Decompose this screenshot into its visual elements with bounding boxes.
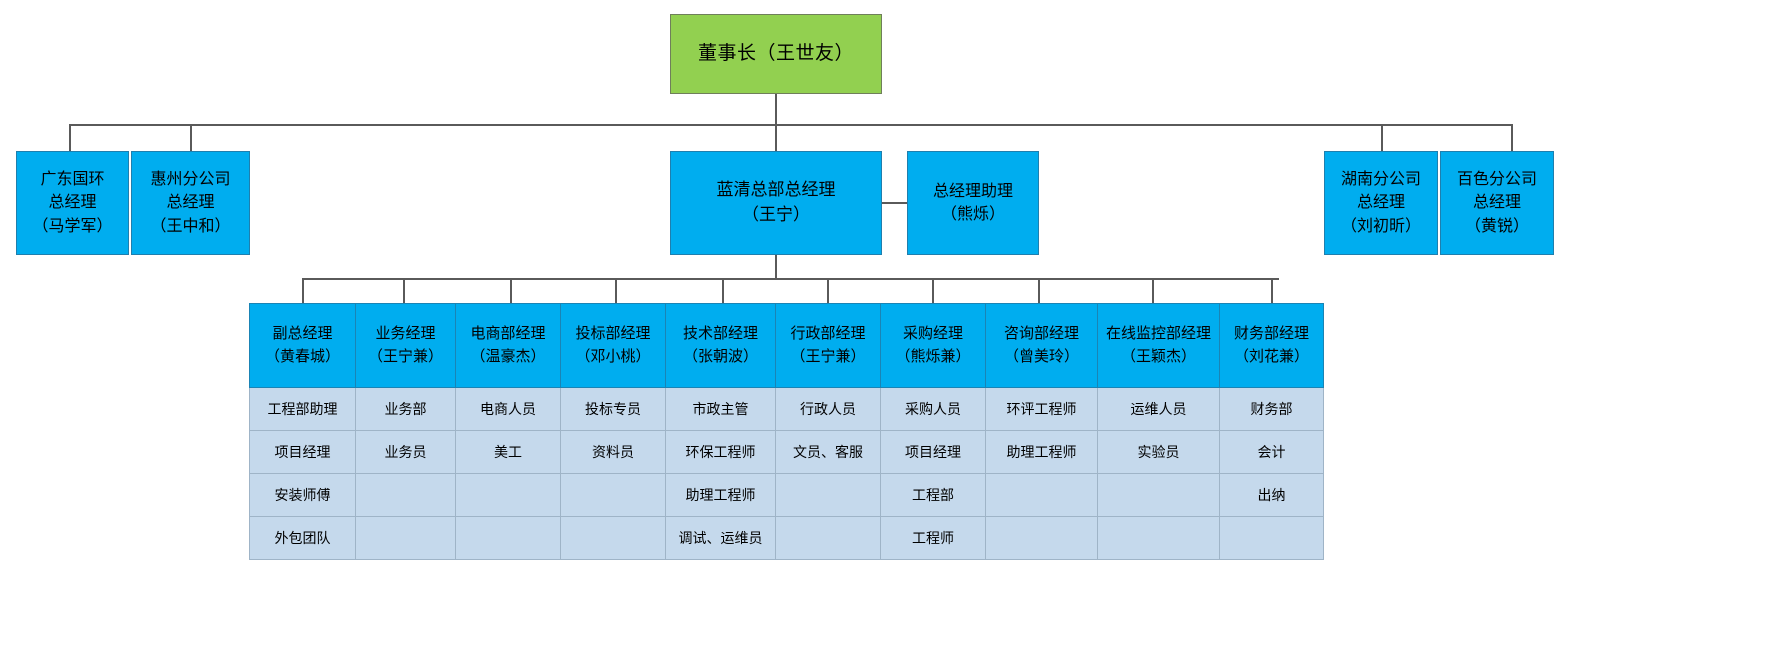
cell-r1-c5: 文员、客服 bbox=[775, 430, 881, 474]
dept-header-ecommerce-mgr[interactable]: 电商部经理 （温豪杰） bbox=[455, 303, 561, 388]
cell-r2-c5 bbox=[775, 473, 881, 517]
connector-drop-guangdong bbox=[69, 124, 71, 151]
cell-r0-c8: 运维人员 bbox=[1097, 387, 1220, 431]
connector-dept-bus bbox=[302, 278, 1279, 280]
cell-r3-c6: 工程师 bbox=[880, 516, 986, 560]
node-hunan-branch-gm[interactable]: 湖南分公司 总经理 （刘初昕） bbox=[1324, 151, 1438, 255]
connector-chairman-stem bbox=[775, 94, 777, 125]
cell-r0-c4: 市政主管 bbox=[665, 387, 776, 431]
connector-drop-dept-3 bbox=[510, 278, 512, 303]
cell-r2-c8 bbox=[1097, 473, 1220, 517]
connector-drop-huizhou bbox=[190, 124, 192, 151]
node-huizhou-branch-gm[interactable]: 惠州分公司 总经理 （王中和） bbox=[131, 151, 250, 255]
cell-r3-c1 bbox=[355, 516, 456, 560]
connector-drop-dept-8 bbox=[1038, 278, 1040, 303]
connector-drop-dept-5 bbox=[722, 278, 724, 303]
connector-level2-bus bbox=[69, 124, 1512, 126]
cell-r2-c4: 助理工程师 bbox=[665, 473, 776, 517]
dept-header-admin-mgr[interactable]: 行政部经理 （王宁兼） bbox=[775, 303, 881, 388]
dept-header-finance-mgr[interactable]: 财务部经理 （刘花兼） bbox=[1219, 303, 1324, 388]
node-lanqing-hq-gm[interactable]: 蓝清总部总经理 （王宁） bbox=[670, 151, 882, 255]
cell-r0-c7: 环评工程师 bbox=[985, 387, 1098, 431]
cell-r0-c6: 采购人员 bbox=[880, 387, 986, 431]
table-row: 安装师傅 助理工程师 工程部 出纳 bbox=[249, 473, 1324, 517]
cell-r0-c3: 投标专员 bbox=[560, 387, 666, 431]
table-row: 外包团队 调试、运维员 工程师 bbox=[249, 516, 1324, 560]
table-row: 项目经理 业务员 美工 资料员 环保工程师 文员、客服 项目经理 助理工程师 实… bbox=[249, 430, 1324, 474]
connector-assistant-link bbox=[882, 202, 907, 204]
cell-r1-c3: 资料员 bbox=[560, 430, 666, 474]
department-header-row: 副总经理 （黄春城） 业务经理 （王宁兼） 电商部经理 （温豪杰） 投标部经理 … bbox=[249, 303, 1324, 388]
dept-header-business-mgr[interactable]: 业务经理 （王宁兼） bbox=[355, 303, 456, 388]
node-guangdong-gm[interactable]: 广东国环 总经理 （马学军） bbox=[16, 151, 129, 255]
dept-header-procurement-mgr[interactable]: 采购经理 （熊烁兼） bbox=[880, 303, 986, 388]
cell-r1-c8: 实验员 bbox=[1097, 430, 1220, 474]
connector-drop-dept-1 bbox=[302, 278, 304, 303]
cell-r3-c8 bbox=[1097, 516, 1220, 560]
cell-r1-c2: 美工 bbox=[455, 430, 561, 474]
cell-r1-c1: 业务员 bbox=[355, 430, 456, 474]
connector-drop-baise bbox=[1511, 124, 1513, 151]
cell-r3-c7 bbox=[985, 516, 1098, 560]
node-baise-branch-gm[interactable]: 百色分公司 总经理 （黄锐） bbox=[1440, 151, 1554, 255]
cell-r3-c2 bbox=[455, 516, 561, 560]
cell-r1-c9: 会计 bbox=[1219, 430, 1324, 474]
department-table: 副总经理 （黄春城） 业务经理 （王宁兼） 电商部经理 （温豪杰） 投标部经理 … bbox=[249, 303, 1324, 560]
cell-r2-c2 bbox=[455, 473, 561, 517]
cell-r1-c0: 项目经理 bbox=[249, 430, 356, 474]
connector-drop-dept-6 bbox=[827, 278, 829, 303]
node-chairman[interactable]: 董事长（王世友） bbox=[670, 14, 882, 94]
connector-drop-dept-9 bbox=[1152, 278, 1154, 303]
cell-r3-c0: 外包团队 bbox=[249, 516, 356, 560]
dept-header-consulting-mgr[interactable]: 咨询部经理 （曾美玲） bbox=[985, 303, 1098, 388]
node-gm-assistant[interactable]: 总经理助理 （熊烁） bbox=[907, 151, 1039, 255]
cell-r0-c9: 财务部 bbox=[1219, 387, 1324, 431]
cell-r2-c1 bbox=[355, 473, 456, 517]
cell-r3-c3 bbox=[560, 516, 666, 560]
cell-r1-c7: 助理工程师 bbox=[985, 430, 1098, 474]
cell-r2-c7 bbox=[985, 473, 1098, 517]
connector-drop-dept-7 bbox=[932, 278, 934, 303]
cell-r0-c0: 工程部助理 bbox=[249, 387, 356, 431]
dept-header-vice-gm[interactable]: 副总经理 （黄春城） bbox=[249, 303, 356, 388]
cell-r2-c6: 工程部 bbox=[880, 473, 986, 517]
dept-header-online-monitor-mgr[interactable]: 在线监控部经理 （王颖杰） bbox=[1097, 303, 1220, 388]
dept-header-technical-mgr[interactable]: 技术部经理 （张朝波） bbox=[665, 303, 776, 388]
connector-hq-stem bbox=[775, 255, 777, 279]
cell-r0-c1: 业务部 bbox=[355, 387, 456, 431]
cell-r0-c5: 行政人员 bbox=[775, 387, 881, 431]
cell-r3-c5 bbox=[775, 516, 881, 560]
cell-r2-c0: 安装师傅 bbox=[249, 473, 356, 517]
cell-r2-c9: 出纳 bbox=[1219, 473, 1324, 517]
cell-r3-c9 bbox=[1219, 516, 1324, 560]
cell-r2-c3 bbox=[560, 473, 666, 517]
cell-r3-c4: 调试、运维员 bbox=[665, 516, 776, 560]
connector-drop-dept-2 bbox=[403, 278, 405, 303]
cell-r1-c4: 环保工程师 bbox=[665, 430, 776, 474]
cell-r0-c2: 电商人员 bbox=[455, 387, 561, 431]
dept-header-bidding-mgr[interactable]: 投标部经理 （邓小桃） bbox=[560, 303, 666, 388]
table-row: 工程部助理 业务部 电商人员 投标专员 市政主管 行政人员 采购人员 环评工程师… bbox=[249, 387, 1324, 431]
connector-drop-headquarters bbox=[775, 124, 777, 151]
cell-r1-c6: 项目经理 bbox=[880, 430, 986, 474]
connector-drop-dept-10 bbox=[1271, 278, 1273, 303]
connector-drop-dept-4 bbox=[615, 278, 617, 303]
connector-drop-hunan bbox=[1381, 124, 1383, 151]
